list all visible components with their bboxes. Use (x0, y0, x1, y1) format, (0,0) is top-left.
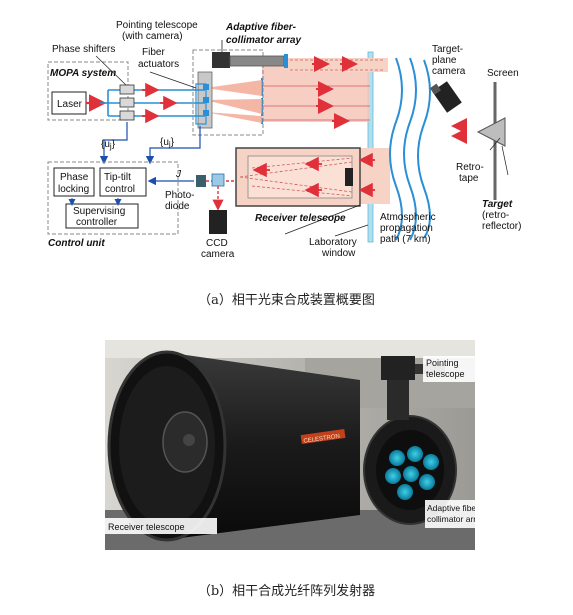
collimator-lens-array (385, 446, 439, 500)
schematic-diagram: MOPA system Laser (47, 20, 521, 260)
phase-shifters-label: Phase shifters (52, 44, 115, 55)
afca-box (192, 49, 264, 136)
u2-label: {uj} (160, 137, 175, 149)
control-unit-label: Control unit (48, 238, 105, 249)
tiptilt-box (99, 167, 147, 197)
ccd-label-2: camera (201, 249, 235, 260)
target-plane-camera (429, 81, 462, 113)
target-plane-label-1: Target- (432, 44, 463, 55)
j-label: J (175, 169, 182, 180)
target-plane-label-3: camera (432, 66, 466, 77)
atmos-label-3: path (7 km) (380, 234, 431, 245)
retro-tape-label-2: tape (459, 173, 479, 184)
atmos-label-2: propagation (380, 223, 433, 234)
afca-label-2: collimator array (226, 35, 301, 46)
transmitter-photo: CELESTRON Pointing telescope Receiver te… (105, 340, 475, 550)
ccd-label-1: CCD (206, 238, 228, 249)
target-label-3: reflector) (482, 221, 521, 232)
photo-afca-label-1: Adaptive fiber- (427, 503, 475, 513)
receiver-telescope-label: Receiver telescope (255, 213, 346, 224)
caption-a: （a）相干光束合成装置概要图 (198, 293, 375, 308)
laser-label: Laser (57, 99, 83, 110)
supervising-box (65, 203, 139, 229)
screen-label: Screen (487, 68, 519, 79)
fiber-actuators-label-2: actuators (138, 59, 179, 70)
photodiode-label-2: diode (165, 201, 190, 212)
phase-locking-text-1: Phase (60, 172, 89, 183)
pointing-telescope (212, 52, 230, 68)
lab-window-label-2: window (321, 248, 356, 259)
retro-reflector (476, 117, 506, 147)
photo-pointing-telescope (381, 356, 415, 380)
pointing-beam (288, 58, 388, 72)
ccd-camera (209, 210, 227, 234)
phase-shifters (119, 84, 135, 121)
fiber-lines (100, 89, 205, 117)
caption-b: （b）相干合成光纤阵列发射器 (197, 584, 376, 599)
supervising-text-2: controller (76, 217, 118, 228)
target-plane-label-2: plane (432, 55, 457, 66)
mopa-label: MOPA system (50, 68, 116, 79)
afca-label-1: Adaptive fiber- (225, 22, 297, 33)
target-label-2: (retro- (482, 210, 509, 221)
photo-afca-label-2: collimator array (427, 514, 475, 524)
target-label-1: Target (482, 199, 513, 210)
tiptilt-text-2: control (105, 184, 135, 195)
pointing-telescope-label: Pointing telescope (116, 20, 198, 31)
phase-locking-box (53, 167, 95, 197)
brand-label: CELESTRON (303, 434, 340, 445)
atmosphere-waves (389, 57, 431, 241)
photodiode-label-1: Photo- (165, 190, 194, 201)
lab-window-label-1: Laboratory (309, 237, 357, 248)
fiber-actuators-label-1: Fiber (142, 47, 165, 58)
retro-tape-label-1: Retro- (456, 162, 484, 173)
pointing-telescope-sublabel: (with camera) (122, 31, 183, 42)
photo-receiver-label: Receiver telescope (108, 522, 185, 532)
photodiode (196, 175, 206, 187)
phase-locking-text-2: locking (58, 184, 89, 195)
control-unit-box (47, 161, 179, 235)
laboratory-window (367, 51, 374, 243)
tiptilt-text-1: Tip-tilt (104, 172, 131, 183)
supervising-text-1: Supervising (73, 206, 125, 217)
photo-pointing-label-1: Pointing (426, 358, 459, 368)
atmos-label-1: Atmospheric (380, 212, 436, 223)
photo-pointing-label-2: telescope (426, 369, 465, 379)
u1-label: {uj} (101, 139, 116, 151)
